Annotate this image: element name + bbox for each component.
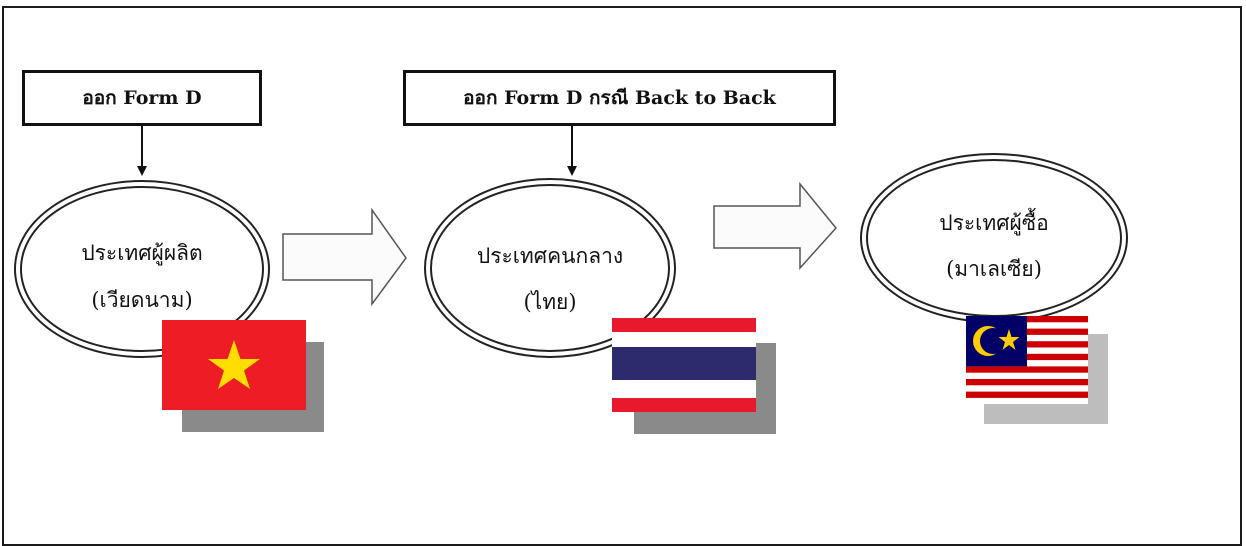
- intermediary-country-name: (ไทย): [523, 290, 577, 314]
- down-arrow-intermediary: [567, 126, 577, 176]
- malaysia-flag: [966, 316, 1088, 404]
- producer-country-label: ประเทศผู้ผลิต: [81, 241, 203, 265]
- intermediary-form-d-box: ออก Form D กรณี Back to Back: [403, 70, 836, 126]
- star-icon: [998, 329, 1020, 350]
- flow-arrow-2-icon: [713, 181, 837, 270]
- down-arrow-producer: [137, 126, 147, 176]
- producer-form-d-label: ออก Form D: [82, 87, 202, 109]
- star-icon: [208, 340, 260, 389]
- intermediary-form-d-label: ออก Form D กรณี Back to Back: [463, 87, 776, 109]
- buyer-country-ellipse: ประเทศผู้ซื้อ (มาเลเซีย): [860, 153, 1128, 323]
- intermediary-country-label: ประเทศคนกลาง: [476, 244, 624, 268]
- vietnam-flag: [162, 320, 306, 410]
- thailand-flag: [612, 318, 756, 412]
- buyer-country-label: ประเทศผู้ซื้อ: [939, 211, 1049, 235]
- producer-country-name: (เวียดนาม): [91, 288, 193, 312]
- buyer-country-name: (มาเลเซีย): [946, 257, 1042, 281]
- connectors: [137, 126, 837, 307]
- flow-arrow-1-icon: [282, 207, 407, 307]
- producer-form-d-box: ออก Form D: [22, 70, 262, 126]
